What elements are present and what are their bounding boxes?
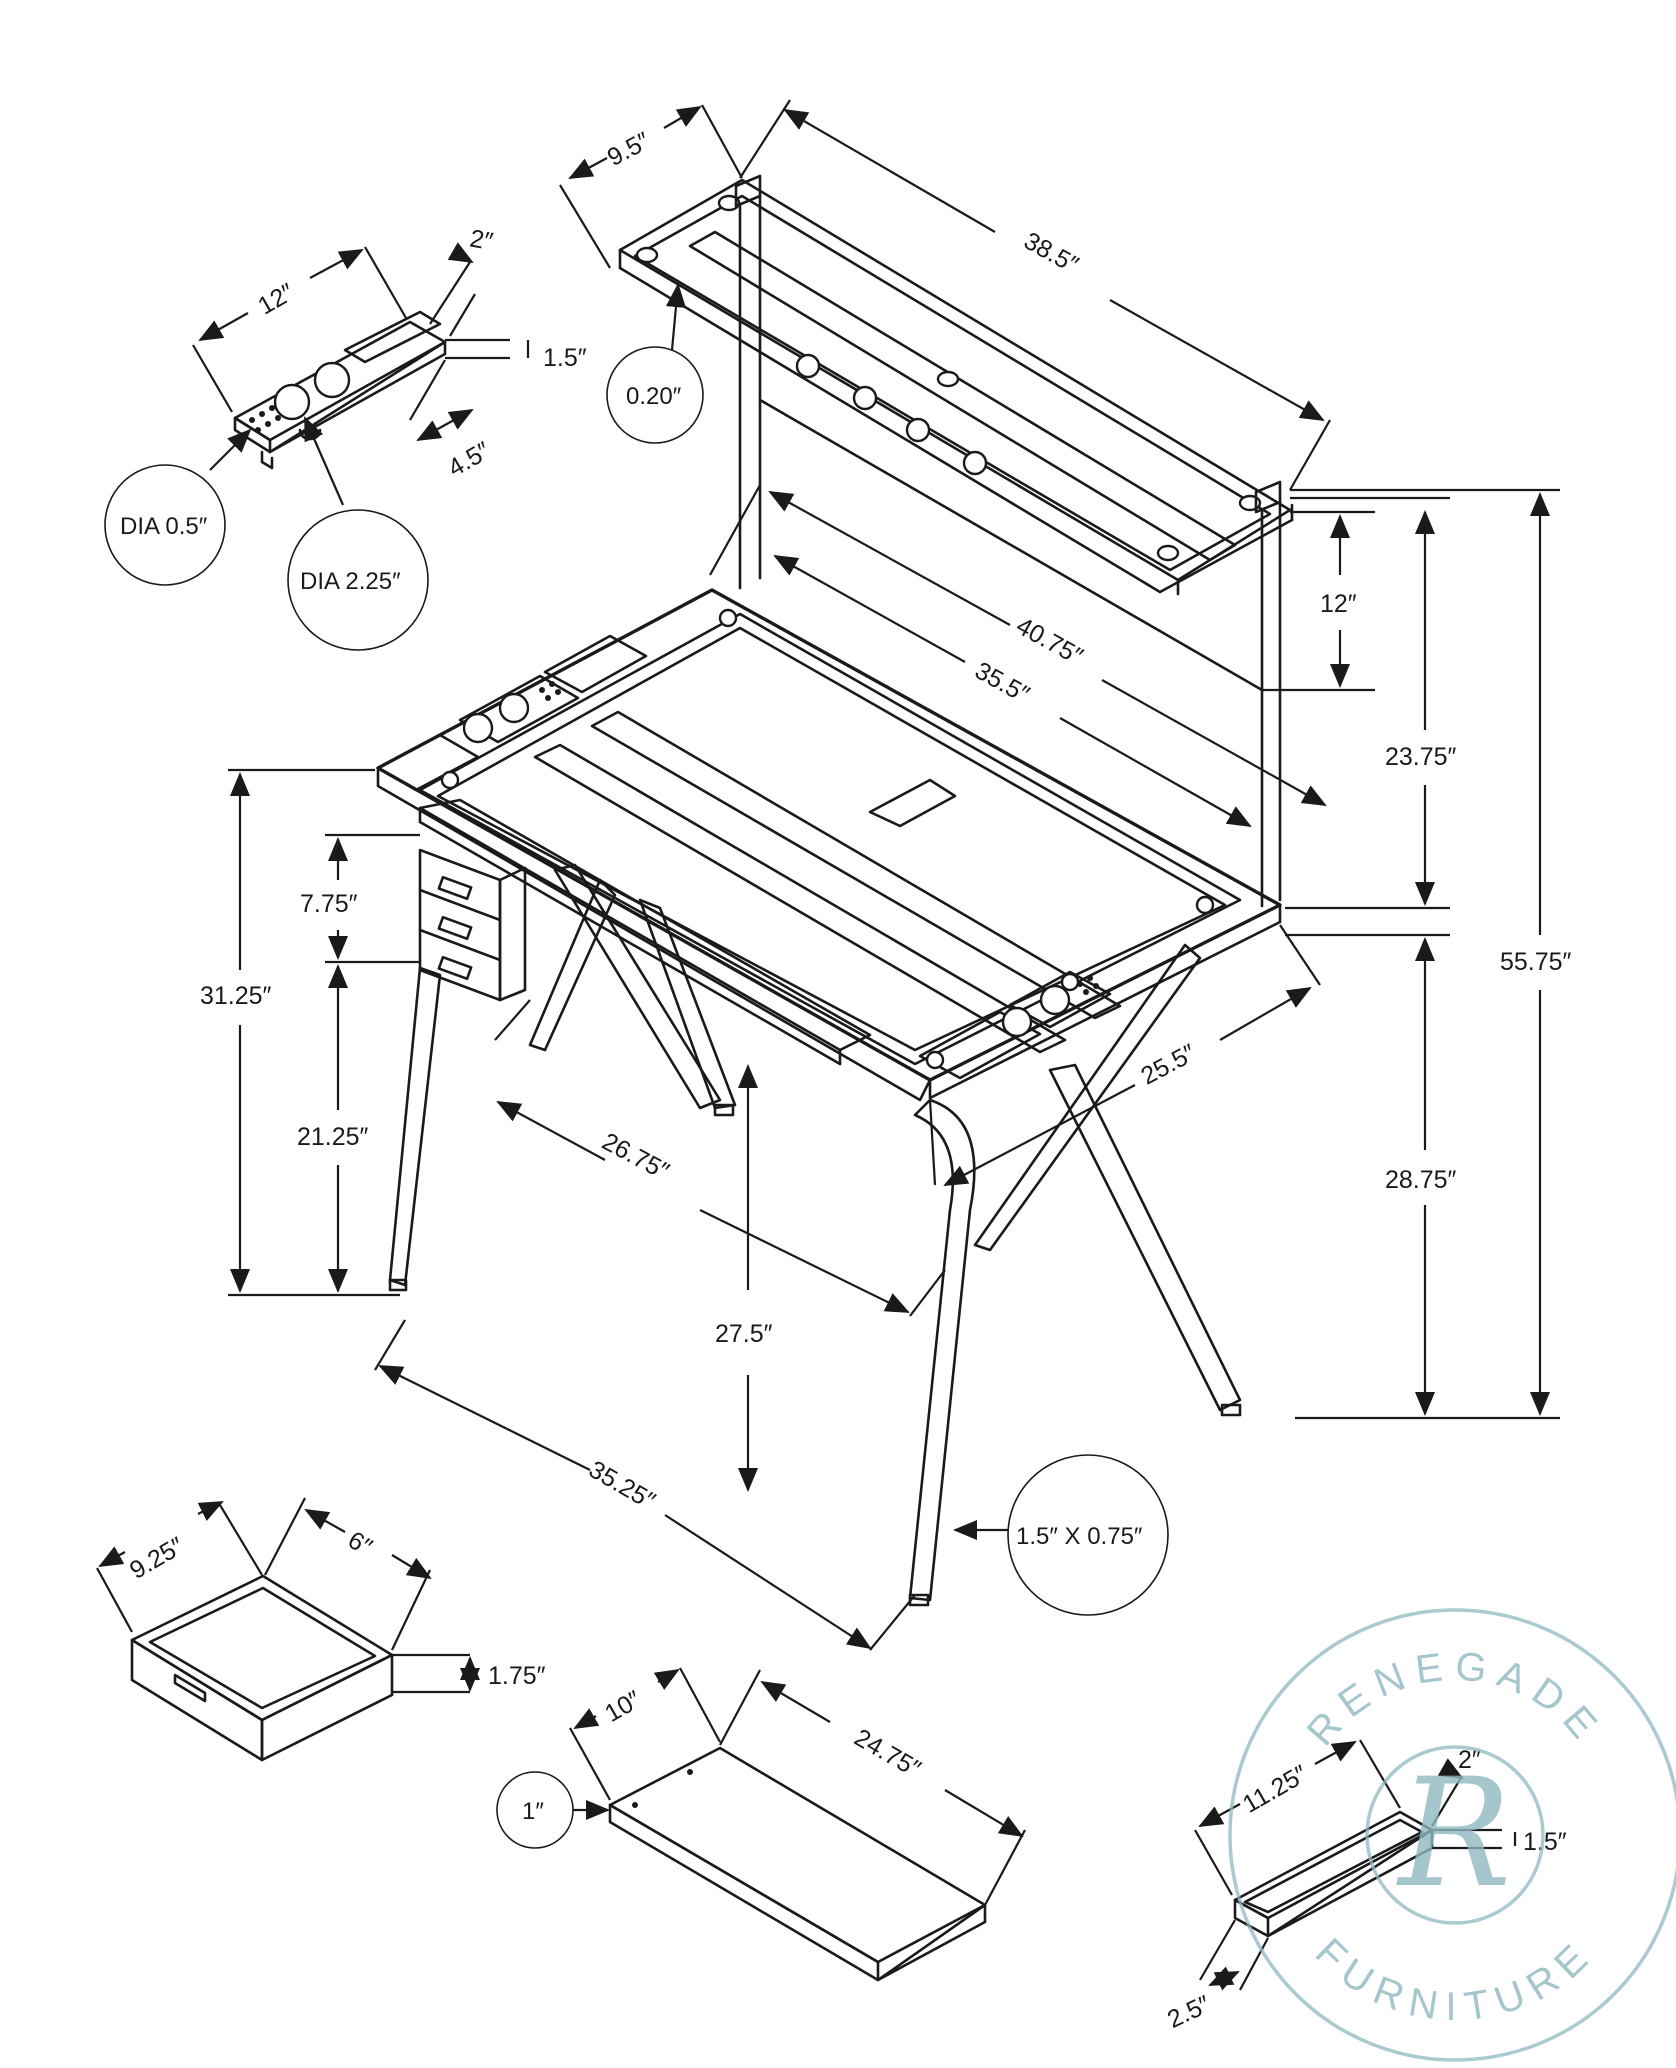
callouts (104, 346, 1169, 1849)
top-depth-label: 25.5″ (1136, 1039, 1200, 1091)
table-height-label: 28.75″ (1385, 1166, 1457, 1194)
pen-tray-leg-label: 2.5″ (1163, 1990, 1214, 2034)
keyboard-tray-detail (560, 1667, 1026, 1982)
peg-icon (962, 450, 988, 476)
small-hole-callout (104, 464, 226, 586)
pad-icon (1156, 544, 1180, 562)
cup-hole-icon (1001, 1006, 1033, 1038)
base-width-label: 35.25″ (584, 1455, 660, 1515)
inner-width-label: 26.75″ (597, 1127, 673, 1185)
large-hole-callout (287, 509, 429, 651)
watermark-monogram: R (1396, 1747, 1512, 1921)
pen-tray-depth-label: 2″ (1458, 1746, 1481, 1774)
watermark-bottom-text: FURNITURE (1307, 1930, 1603, 2030)
tray-depth-label: 2″ (468, 224, 495, 256)
peg-icon (852, 385, 878, 411)
desk-top (376, 588, 1282, 1102)
drawer-depth-label: 9.25″ (125, 1532, 189, 1585)
small-hole-label: DIA 0.5″ (120, 513, 208, 540)
dimension-lines (228, 99, 1560, 1651)
uprights (734, 174, 1282, 908)
drawer-detail (96, 1497, 481, 1762)
pad-icon (718, 608, 738, 628)
keyboard-width-label: 24.75″ (850, 1723, 926, 1783)
pad-icon (1060, 972, 1080, 992)
peg-icon (905, 417, 931, 443)
pad-icon (1195, 895, 1215, 915)
pad-icon (936, 370, 960, 388)
pen-tray-width-label: 11.25″ (1238, 1760, 1312, 1819)
shelf-height-label: 23.75″ (1385, 743, 1457, 771)
cup-hole-icon (313, 361, 351, 399)
glass-width-label: 35.5″ (970, 657, 1034, 709)
cup-hole-icon (462, 712, 494, 744)
large-hole-label: DIA 2.25″ (300, 568, 401, 595)
cup-hole-icon (1039, 984, 1071, 1016)
shelf-depth-label: 9.5″ (603, 127, 655, 172)
shelf-clearance-label: 12″ (1320, 590, 1357, 618)
top-width-label: 40.75″ (1011, 612, 1087, 671)
pen-tray-height-label: 1.5″ (1523, 1828, 1567, 1856)
pen-tray-detail (1194, 1739, 1517, 1991)
cup-hole-icon (498, 692, 530, 724)
labels: 9.5″ 38.5″ 0.20″ 12″ 2″ 1.5″ 4.5″ DIA 0.… (120, 127, 1572, 2034)
leg-clearance-label: 27.5″ (715, 1320, 773, 1348)
cup-tray-detail (192, 242, 530, 506)
overall-height-label: 55.75″ (1500, 948, 1572, 976)
drawer-height-label: 7.75″ (300, 890, 358, 918)
watermark-ring-icon (1228, 1608, 1676, 2062)
legs (388, 863, 1242, 1607)
leg-size-label: 1.5″ X 0.75″ (1016, 1523, 1143, 1550)
drawer-stack (418, 848, 527, 1002)
pad-icon (635, 246, 659, 264)
pad-icon (717, 194, 741, 212)
leg-size-callout (1007, 1454, 1169, 1616)
cup-hole-icon (273, 383, 311, 421)
keyboard-thickness-callout (496, 1771, 574, 1849)
top-shelf (618, 178, 1294, 596)
glass-thickness-label: 0.20″ (626, 383, 682, 410)
glass-thickness-callout (606, 346, 704, 444)
drawer-width-label: 6″ (343, 1526, 377, 1562)
pad-icon (925, 1050, 945, 1070)
brand-watermark: RENEGADE FURNITURE R (1228, 1608, 1676, 2062)
drawer-unit-height-label: 31.25″ (200, 982, 272, 1010)
shelf-width-label: 38.5″ (1019, 227, 1083, 279)
keyboard-thickness-label: 1″ (522, 1798, 544, 1825)
tray-width-label: 12″ (253, 278, 299, 321)
watermark-top-text: RENEGADE (1299, 1644, 1612, 1754)
peg-icon (795, 353, 821, 379)
keyboard-depth-label: 10″ (600, 1685, 646, 1728)
drawer-box-height-label: 1.75″ (488, 1662, 546, 1690)
tray-cup-span-label: 4.5″ (443, 436, 495, 482)
watermark-inner-ring-icon (1365, 1745, 1545, 1925)
tray-height-label: 1.5″ (543, 344, 587, 372)
drawer-clearance-label: 21.25″ (297, 1123, 369, 1151)
pad-icon (440, 770, 460, 790)
